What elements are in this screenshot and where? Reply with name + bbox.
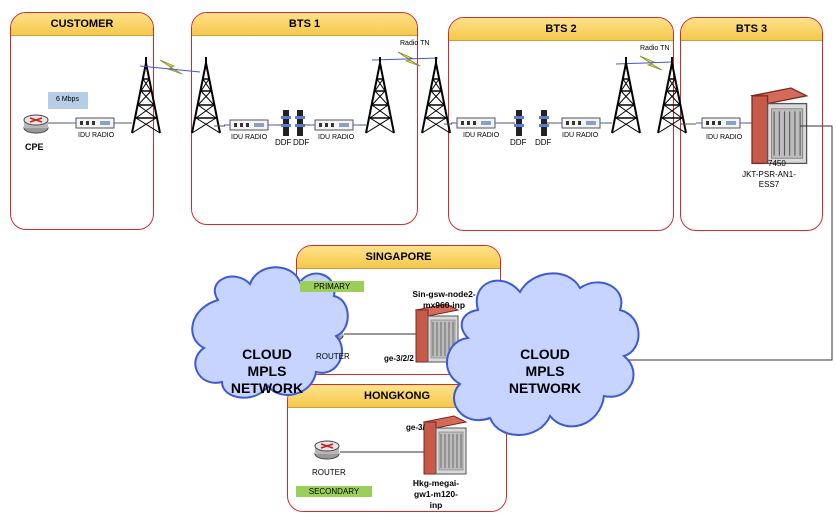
cloud-left-icon: [191, 266, 349, 399]
ddf-icon: [281, 110, 291, 136]
sin-node-label: Sin-gsw-node2-mx960-inp: [412, 289, 476, 310]
bandwidth-box: [48, 92, 88, 109]
hongkong-router-icon: [314, 440, 340, 460]
customer-idu-radio-icon: [69, 117, 121, 129]
cpe-router-icon: [23, 114, 49, 134]
ess7-rack-icon: [751, 87, 808, 165]
secondary-tag: SECONDARY: [296, 486, 372, 497]
hkg-port-label: ge-3/: [406, 423, 425, 432]
cloud-right-icon: [446, 272, 640, 436]
ddf-label: DDF: [535, 138, 552, 147]
hkg-node-rack-icon: [423, 415, 467, 475]
cloud-right-label: CLOUD MPLS NETWORK: [508, 346, 582, 396]
idu-radio-label: IDU RADIO: [318, 134, 355, 141]
primary-tag: PRIMARY: [300, 281, 364, 292]
bts2-tower-left-icon: [421, 56, 451, 134]
ess7-model-label: 7450: [768, 159, 786, 168]
bandwidth-label: 6 Mbps: [56, 96, 79, 103]
router-label: ROUTER: [316, 352, 350, 361]
bts3-zone-title: BTS 3: [681, 18, 822, 41]
hongkong-zone-title: HONGKONG: [288, 385, 506, 408]
bts1-tower-left-icon: [191, 56, 221, 134]
bts2-tower-right-icon: [611, 56, 641, 134]
ddf-icon: [514, 110, 524, 136]
bts1-zone: BTS 1: [191, 12, 418, 225]
bts2-zone-title: BTS 2: [449, 18, 673, 41]
bts1-idu-radio-right-icon: [308, 119, 360, 131]
radio-tn-label: Radio TN: [640, 45, 670, 52]
idu-radio-label: IDU RADIO: [463, 132, 500, 139]
bts1-zone-title: BTS 1: [192, 13, 417, 36]
lightning-icon: [159, 59, 183, 75]
bts2-idu-radio-left-icon: [450, 117, 502, 129]
ddf-label: DDF: [510, 138, 527, 147]
idu-radio-label: IDU RADIO: [78, 132, 115, 139]
ess7-name-label: JKT-PSR-AN1-ESS7: [742, 170, 796, 189]
idu-radio-label: IDU RADIO: [562, 132, 599, 139]
hkg-node-label: Hkg-megai-gw1-m120-inp: [412, 478, 460, 510]
cloud-left-label: CLOUD MPLS NETWORK: [230, 346, 304, 396]
router-label: ROUTER: [312, 468, 346, 477]
idu-radio-label: IDU RADIO: [231, 134, 268, 141]
idu-radio-label: IDU RADIO: [706, 134, 743, 141]
radio-tn-label: Radio TN: [400, 40, 430, 47]
customer-zone-title: CUSTOMER: [11, 13, 153, 36]
sin-port-label: ge-3/2/2: [384, 354, 414, 363]
bts1-tower-right-icon: [365, 56, 395, 134]
customer-tower-icon: [131, 56, 161, 134]
bts3-idu-radio-icon: [695, 117, 747, 129]
bts1-idu-radio-left-icon: [223, 119, 275, 131]
ddf-label: DDF: [293, 138, 310, 147]
bts3-tower-icon: [657, 56, 687, 134]
cpe-label: CPE: [25, 142, 44, 152]
ddf-icon: [295, 110, 305, 136]
bts2-idu-radio-right-icon: [555, 117, 607, 129]
singapore-zone-title: SINGAPORE: [297, 246, 500, 269]
ddf-label: DDF: [275, 138, 292, 147]
